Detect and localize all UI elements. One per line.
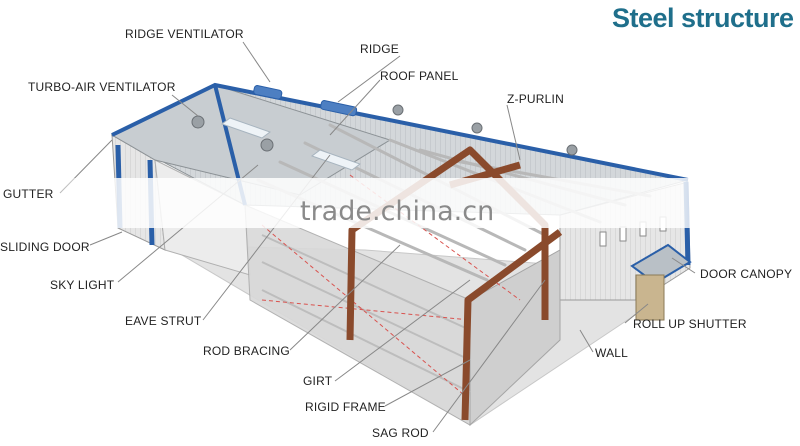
label-ridge-ventilator: RIDGE VENTILATOR bbox=[125, 27, 244, 41]
label-rigid-frame: RIGID FRAME bbox=[305, 400, 386, 414]
watermark-band bbox=[0, 178, 800, 228]
label-eave-strut: EAVE STRUT bbox=[125, 314, 202, 328]
right-wall-section bbox=[469, 249, 561, 427]
ridge-ventilator-strips bbox=[253, 85, 358, 117]
watermark-text: trade.china.cn bbox=[300, 196, 495, 227]
label-roll-up-shutter: ROLL UP SHUTTER bbox=[633, 317, 747, 331]
roll-up-shutter-shape bbox=[635, 274, 665, 321]
label-roof-panel: ROOF PANEL bbox=[380, 69, 459, 83]
label-sag-rod: SAG ROD bbox=[372, 426, 429, 440]
girt-lines bbox=[261, 234, 471, 393]
label-gutter: GUTTER bbox=[3, 187, 54, 201]
label-ridge: RIDGE bbox=[360, 42, 400, 56]
page-title: Steel structure bbox=[612, 3, 794, 33]
label-rod-bracing: ROD BRACING bbox=[203, 344, 290, 358]
label-turbo-air-ventilator: TURBO-AIR VENTILATOR bbox=[28, 80, 176, 94]
label-sliding-door: SLIDING DOOR bbox=[0, 240, 90, 254]
turbo-ventilators bbox=[191, 104, 578, 156]
label-z-purlin: Z-PURLIN bbox=[507, 92, 564, 106]
label-door-canopy: DOOR CANOPY bbox=[700, 267, 793, 281]
skylight-strips bbox=[220, 117, 362, 171]
label-girt: GIRT bbox=[303, 374, 333, 388]
label-sky-light: SKY LIGHT bbox=[50, 278, 115, 292]
label-wall: WALL bbox=[595, 346, 629, 360]
